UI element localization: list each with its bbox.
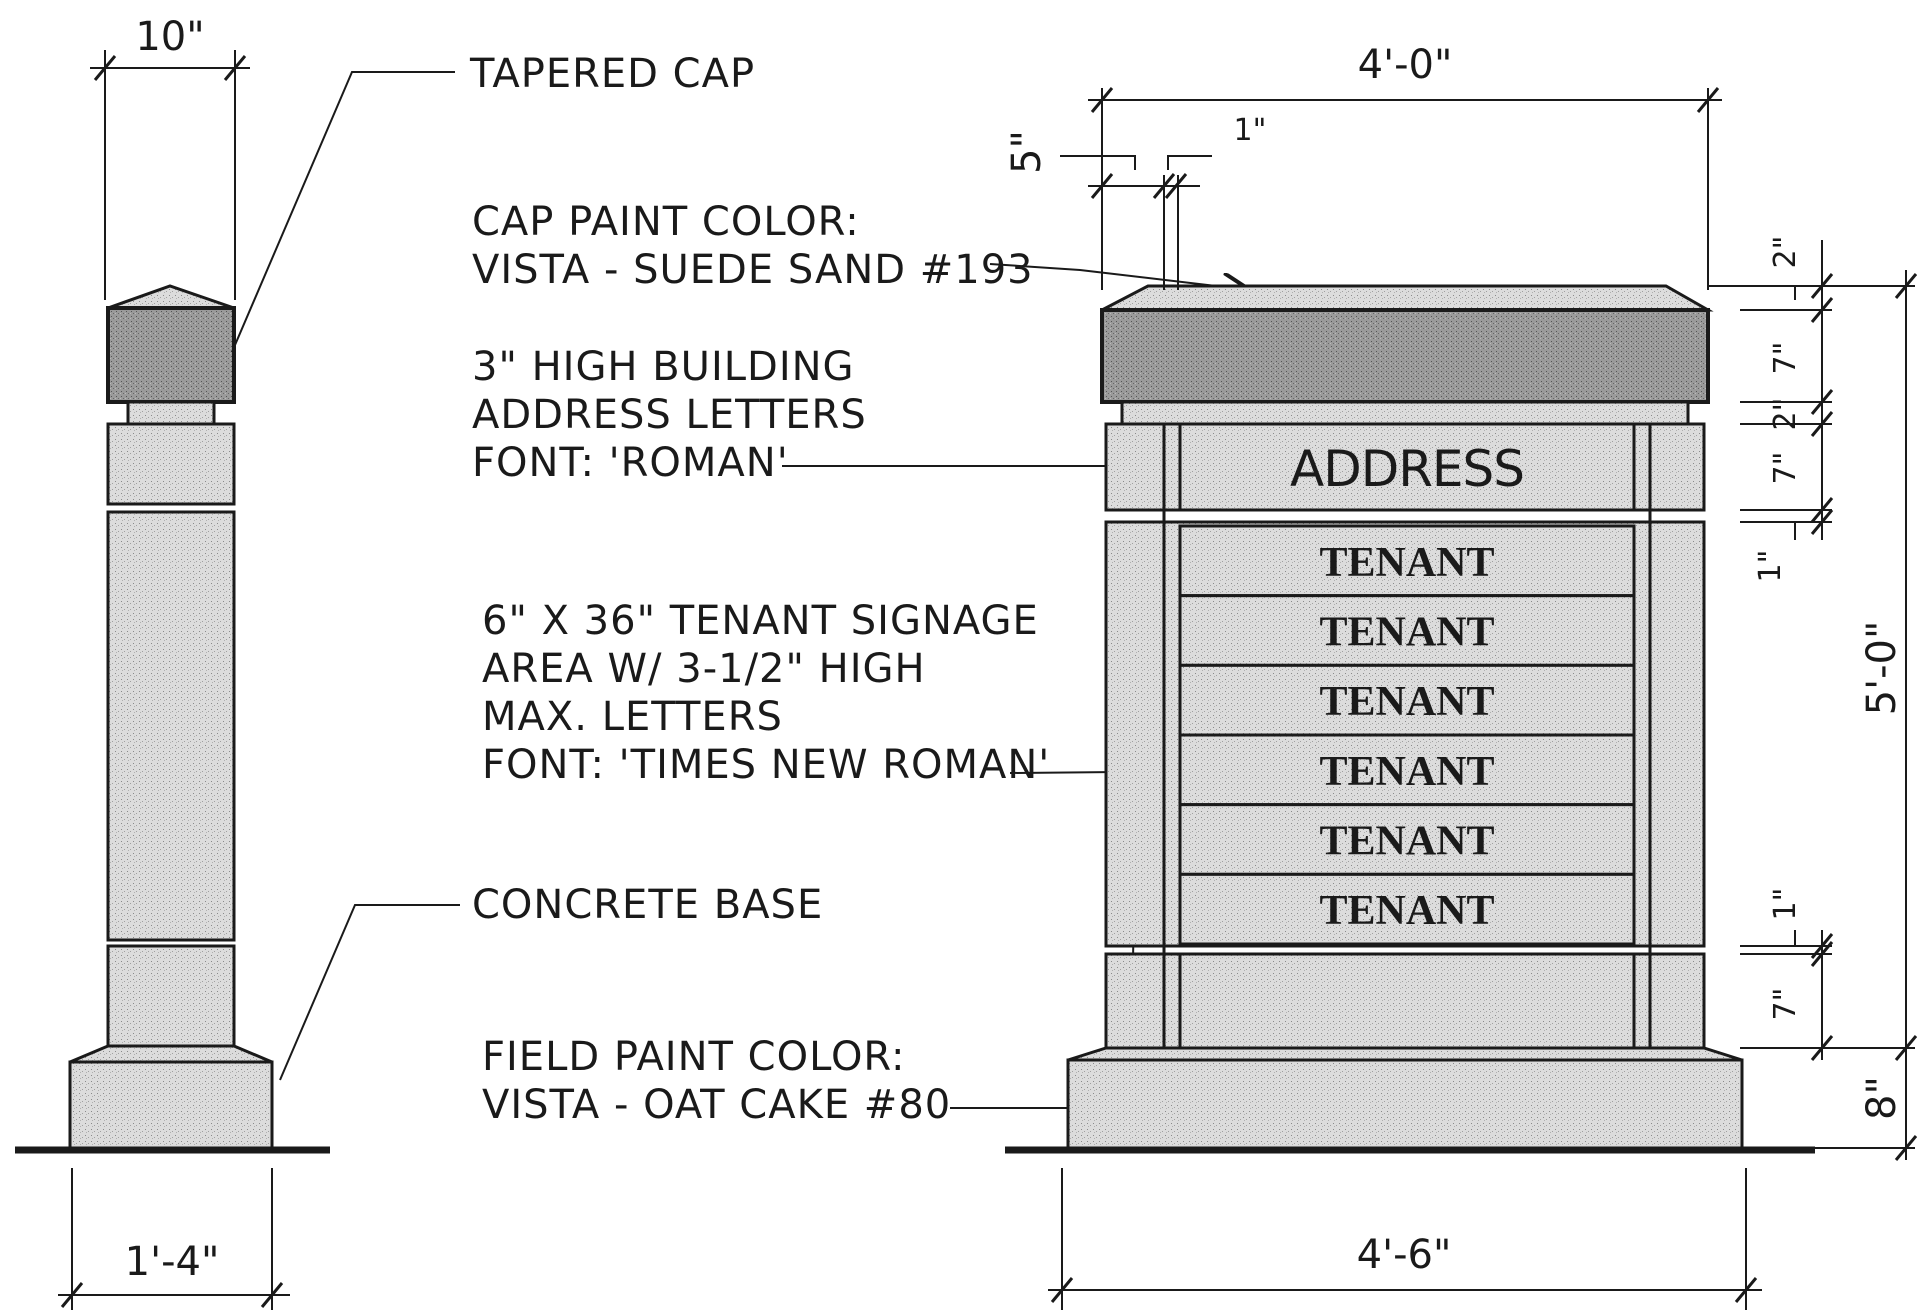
side-dim-tick: [223, 55, 247, 81]
tenant-panel-stack: TENANT TENANT TENANT TENANT TENANT TENANT: [1178, 524, 1636, 946]
overall-height-dim: 5'-0": [1859, 621, 1905, 716]
side-dim-tick: [260, 1282, 284, 1308]
pier-dim-tick: [1090, 173, 1114, 199]
side-reveal-upper: [126, 400, 216, 426]
reveal-dim: 1": [1234, 113, 1267, 148]
side-cap-taper: [107, 284, 235, 310]
side-dim-tick: [93, 55, 117, 81]
concrete-base-leader: [279, 904, 460, 1081]
tenant-panel-label: TENANT: [1319, 540, 1494, 586]
side-base: [68, 1060, 274, 1150]
tenant-panel-label: TENANT: [1319, 819, 1494, 865]
front-view: ADDRESS TENANTTENANTTENANTTENANTTENANTTE…: [1004, 42, 1917, 1310]
pier-width-dim: 5": [1004, 130, 1050, 174]
tenant-panel: [1178, 733, 1636, 807]
tenant-panel-label: TENANT: [1319, 749, 1494, 795]
pier-dim-leader: [1060, 155, 1136, 170]
base-height-dim: 8": [1859, 1076, 1905, 1120]
front-base-width-dim: 4'-6": [1357, 1232, 1452, 1278]
stack-dim-cap: 7": [1768, 342, 1803, 375]
side-cap-width-dim: 10": [135, 14, 204, 60]
pier-dim-tick: [1152, 173, 1176, 199]
tenant-panel-label: TENANT: [1319, 610, 1494, 656]
stack-dim-gap: 1": [1753, 550, 1788, 583]
side-dim-tick: [60, 1282, 84, 1308]
tenant-panel: [1178, 663, 1636, 737]
front-dim-tick: [1090, 87, 1114, 113]
address-note-line: FONT: 'ROMAN': [472, 440, 789, 486]
field-paint-note-line: VISTA - OAT CAKE #80: [482, 1082, 951, 1128]
tenant-note-line: FONT: 'TIMES NEW ROMAN': [482, 742, 1050, 788]
overall-height-ticks: [1894, 273, 1917, 1161]
tenant-panel: [1178, 872, 1636, 946]
front-dim-tick: [1734, 1277, 1758, 1303]
address-letters: ADDRESS: [1290, 440, 1524, 498]
tenant-panel-label: TENANT: [1319, 679, 1494, 725]
front-dim-tick: [1696, 87, 1720, 113]
side-cap: [106, 306, 236, 404]
side-base-width-dim: 1'-4": [125, 1239, 220, 1285]
front-base-chamfer: [1067, 1046, 1743, 1062]
tenant-panel: [1178, 524, 1636, 598]
side-column-middle: [106, 510, 236, 942]
stack-dim-reveal: 2": [1768, 398, 1803, 431]
concrete-base-note: CONCRETE BASE: [472, 882, 823, 928]
stack-1in-leader: [1794, 521, 1822, 540]
side-column-lower: [106, 944, 236, 1048]
front-reveal-upper: [1120, 400, 1690, 426]
tapered-cap-leader: [231, 71, 455, 353]
cap-paint-note-line: CAP PAINT COLOR:: [472, 199, 860, 245]
tenant-panel-label: TENANT: [1319, 888, 1494, 934]
front-dim-tick: [1050, 1277, 1074, 1303]
tenant-panel: [1178, 594, 1636, 667]
tenant-note-line: AREA W/ 3-1/2" HIGH: [482, 646, 926, 692]
lower-dim-gap: 1": [1768, 888, 1803, 921]
side-base-chamfer: [69, 1044, 273, 1064]
address-note-line: 3" HIGH BUILDING: [472, 344, 855, 390]
stack-dim-cap-top: 2": [1768, 236, 1803, 269]
tapered-cap-note: TAPERED CAP: [469, 51, 755, 97]
cap-paint-leader: [989, 263, 1250, 290]
address-note-line: ADDRESS LETTERS: [472, 392, 867, 438]
lower-dim-band: 7": [1768, 988, 1803, 1021]
front-concrete-base: [1066, 1058, 1744, 1150]
side-column-upper: [106, 422, 236, 506]
address-panel: [1178, 422, 1636, 512]
tenant-note-line: MAX. LETTERS: [482, 694, 783, 740]
callout-notes: TAPERED CAP CAP PAINT COLOR: VISTA - SUE…: [469, 51, 1365, 1128]
front-overall-width-dim: 4'-0": [1358, 42, 1453, 88]
front-cap-taper: [1101, 284, 1714, 312]
stack-dim-upper-band: 7": [1768, 452, 1803, 485]
front-lower-panel: [1178, 952, 1636, 1050]
tenant-panel: [1178, 803, 1636, 876]
cap-paint-note-line: VISTA - SUEDE SAND #193: [472, 247, 1034, 293]
front-cap: [1100, 308, 1710, 404]
reveal-dim-leader: [1167, 155, 1212, 170]
lower-1in-leader: [1794, 930, 1822, 947]
side-view: 10" 1'-4": [15, 14, 460, 1310]
field-paint-note-line: FIELD PAINT COLOR:: [482, 1034, 905, 1080]
tenant-note-line: 6" X 36" TENANT SIGNAGE: [482, 598, 1039, 644]
pier-dim-tick: [1164, 173, 1188, 199]
